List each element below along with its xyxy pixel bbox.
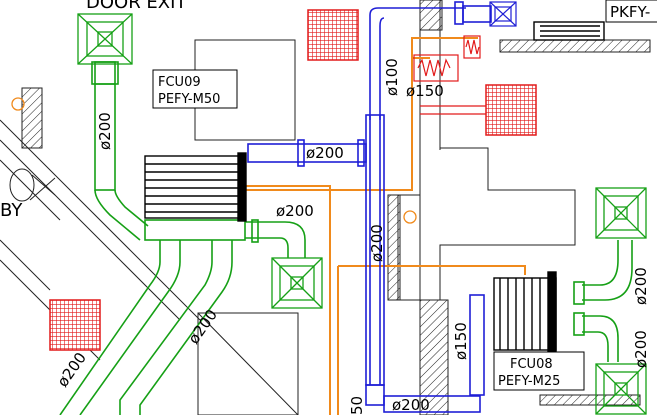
supply-diffusers	[77, 13, 647, 415]
fcu08-unit	[493, 271, 557, 353]
dim-label: ø200	[306, 144, 344, 162]
wc-icon	[9, 168, 35, 202]
supply-plenum	[144, 219, 246, 241]
exhaust-branch-duct	[247, 143, 367, 163]
hatched-wall	[387, 194, 401, 301]
exhaust-vertical-duct	[469, 294, 485, 396]
fresh-air-grille-icon	[49, 299, 101, 351]
dim-label: ø200	[392, 396, 430, 414]
fcu09-unit	[144, 152, 247, 222]
dim-label: ø200	[276, 202, 314, 220]
supply-diffuser-icon	[77, 13, 133, 65]
dim-label: 50	[348, 396, 366, 415]
indoor-unit-top-right	[533, 21, 605, 41]
fcu09-tag: FCU09 PEFY-M50	[152, 69, 238, 109]
dim-label: ø200	[96, 112, 114, 150]
dim-label: ø200	[632, 267, 650, 305]
supply-ductwork	[59, 61, 633, 415]
fresh-air-grilles	[49, 9, 537, 351]
fcu09-code: FCU09	[158, 75, 201, 90]
fcu08-code: FCU08	[510, 357, 553, 372]
dim-label: ø200	[368, 224, 386, 262]
fresh-air-grille-icon	[307, 9, 359, 61]
dim-label: ø150	[452, 322, 470, 360]
dim-label: ø200	[632, 330, 650, 368]
dim-label: ø200	[54, 349, 90, 390]
door-exit-label: DOOR EXIT	[86, 0, 187, 13]
exhaust-grille-icon	[489, 1, 517, 27]
fcu09-model: PEFY-M50	[158, 92, 220, 107]
hatched-wall	[419, 0, 443, 31]
sprinkler-icon	[11, 97, 25, 111]
exhaust-ductwork	[247, 1, 492, 413]
fcu08-tag: FCU08 PEFY-M25	[493, 351, 585, 391]
fresh-air-grille-icon	[485, 84, 537, 136]
hatched-wall	[539, 394, 641, 406]
hatched-wall	[499, 39, 651, 53]
dim-label: ø150	[406, 82, 444, 100]
dim-label: ø200	[185, 306, 221, 347]
hatched-wall	[21, 87, 43, 149]
fresh-air-fan-icon	[413, 54, 459, 82]
dim-label: ø100	[383, 58, 401, 96]
room-label: BY	[0, 200, 23, 221]
exhaust-bottom-duct	[383, 395, 481, 413]
refrigerant-piping	[245, 37, 526, 415]
sprinkler-icon	[403, 210, 417, 224]
pkfy-label: PKFY-	[610, 3, 650, 21]
supply-diffuser-icon	[595, 363, 647, 415]
fcu08-model: PEFY-M25	[498, 374, 560, 389]
structural-column	[197, 312, 299, 415]
supply-diffuser-icon	[271, 257, 323, 309]
supply-diffuser-icon	[595, 187, 647, 239]
